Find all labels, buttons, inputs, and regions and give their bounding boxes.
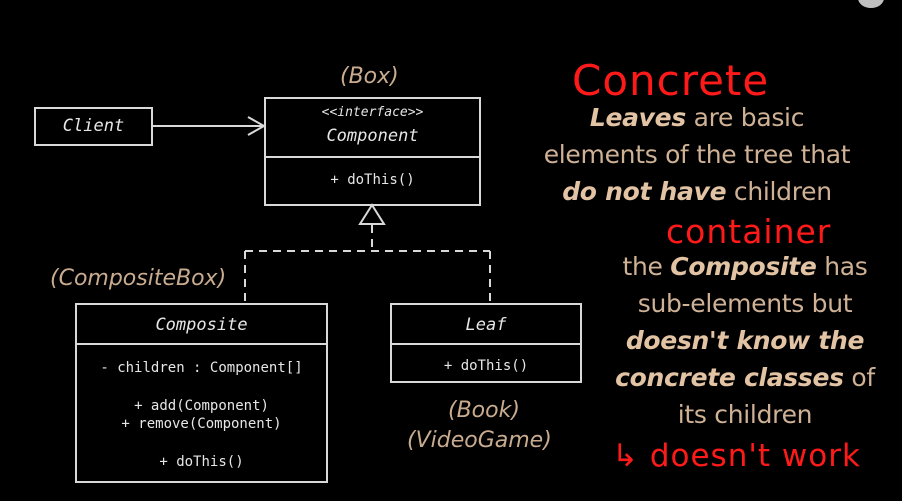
component-stereotype: <<interface>> [321,105,424,120]
corner-circle-icon [858,0,884,8]
desc-text: sub-elements but [637,289,853,318]
component-method: + doThis() [330,172,415,188]
composite-method-remove: + remove(Component) [121,416,282,432]
desc-text: elements of the tree that [543,140,851,169]
desc-line: the Composite has [590,248,900,285]
leaves-description: Leaves are basic elements of the tree th… [520,99,874,210]
handwritten-container: container [666,212,832,251]
composite-description: the Composite has sub-elements but doesn… [590,248,900,433]
composite-field: - children : Component[] [100,360,303,376]
desc-line: concrete classes of [590,359,900,396]
desc-text: has [816,252,868,281]
composite-method-add: + add(Component) [134,398,269,414]
desc-bold: do not have [562,177,727,206]
desc-line: do not have children [520,173,874,210]
component-box: <<interface>> Component + doThis() [264,97,481,206]
leaf-box: Leaf + doThis() [390,303,582,383]
desc-line: its children [590,396,900,433]
component-name: Component [326,126,419,146]
desc-line: doesn't know the [590,322,900,359]
client-label: Client [62,116,125,136]
realization-lines [244,225,491,304]
composite-method-dothis: + doThis() [159,454,244,470]
leaf-name: Leaf [465,315,507,335]
desc-bold: concrete classes [615,363,844,392]
inheritance-triangle-icon [358,203,386,225]
desc-line: sub-elements but [590,285,900,322]
composite-divider [77,343,326,345]
leaf-divider [392,343,580,345]
leaf-annotation-book: (Book) [448,398,520,423]
desc-text: children [726,177,832,206]
composite-name: Composite [155,315,248,335]
leaf-annotation-videogame: (VideoGame) [407,428,552,453]
component-annotation: (Box) [340,64,399,89]
desc-line: Leaves are basic [520,99,874,136]
handwritten-concrete: Concrete [572,56,770,105]
component-divider [266,156,479,158]
leaf-method: + doThis() [443,358,529,374]
desc-text: its children [677,400,813,429]
desc-bold: Composite [670,252,817,281]
desc-line: elements of the tree that [520,136,874,173]
desc-text: the [622,252,671,281]
composite-box: Composite - children : Component[] + add… [75,303,328,483]
desc-text: of [843,363,875,392]
desc-text: are basic [685,103,805,132]
handwritten-doesnt-work: ↳ doesn't work [612,438,861,474]
composite-annotation: (CompositeBox) [50,266,227,291]
desc-bold: Leaves [589,103,686,132]
desc-bold: doesn't know the [625,326,865,355]
client-box: Client [34,107,153,146]
